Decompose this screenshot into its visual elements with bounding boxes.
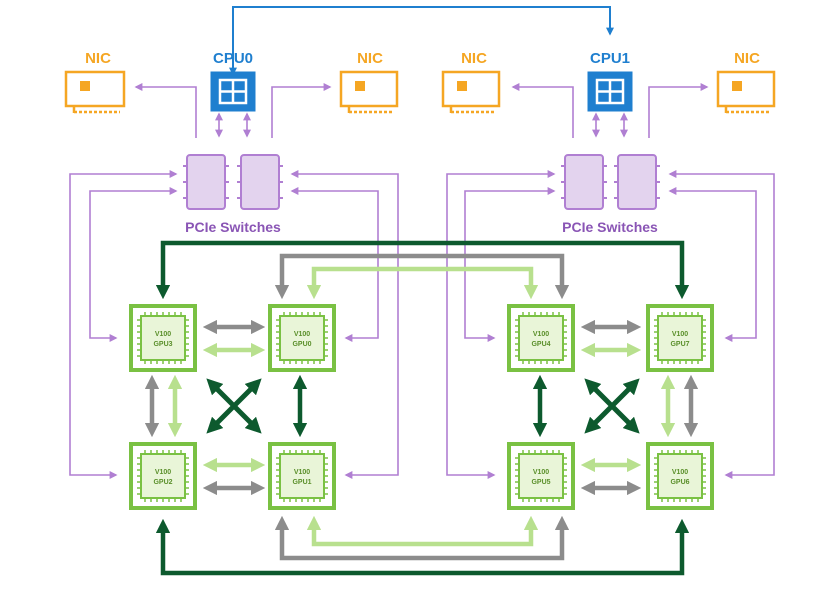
network-card-icon bbox=[64, 70, 126, 114]
gpu-chip-icon bbox=[507, 304, 575, 372]
cpu-chip-icon bbox=[210, 71, 256, 112]
pcie-switch-icon bbox=[183, 154, 229, 210]
pcie-switch-icon bbox=[561, 154, 607, 210]
gpu-name-label: GPU0 bbox=[292, 341, 311, 348]
cpu-interconnect-link bbox=[229, 6, 614, 76]
gpu-model-label: V100 bbox=[294, 331, 310, 338]
pcie-links-left bbox=[69, 83, 399, 479]
nvlink-gpu1-gpu5-light bbox=[306, 515, 539, 547]
pcie-switches-right: PCIe Switches bbox=[561, 154, 660, 235]
pcie-label: PCIe Switches bbox=[185, 219, 281, 235]
nic-label: NIC bbox=[85, 50, 111, 67]
nvlink-gpu0-gpu4-light bbox=[306, 266, 539, 300]
pcie-switches-left: PCIe Switches bbox=[183, 154, 283, 235]
nic-card-right-a: NIC bbox=[441, 50, 501, 114]
gpu-chip-icon bbox=[129, 442, 197, 510]
gpu-chip-icon bbox=[268, 442, 336, 510]
cpu0: CPU0 bbox=[210, 50, 256, 112]
gpu-chip-icon bbox=[646, 442, 714, 510]
nic-card-left-b: NIC bbox=[339, 50, 399, 114]
nvlink-gpu3-gpu7 bbox=[155, 240, 690, 300]
nic-card-left-a: NIC bbox=[64, 50, 126, 114]
gpu-name-label: GPU6 bbox=[670, 479, 689, 486]
gpu-chip-icon bbox=[507, 442, 575, 510]
network-card-icon bbox=[441, 70, 501, 114]
nic-label: NIC bbox=[734, 50, 760, 67]
nvlink-gpu1-gpu5-gray bbox=[274, 515, 570, 561]
nic-label: NIC bbox=[461, 50, 487, 67]
cpu-label: CPU0 bbox=[213, 50, 253, 67]
gpu-model-label: V100 bbox=[533, 331, 549, 338]
cpu-label: CPU1 bbox=[590, 50, 630, 67]
nvlink-gpu0-gpu4-gray bbox=[274, 253, 570, 300]
gpu-model-label: V100 bbox=[672, 469, 688, 476]
network-card-icon bbox=[339, 70, 399, 114]
network-card-icon bbox=[716, 70, 776, 114]
gpu-name-label: GPU4 bbox=[531, 341, 550, 348]
pcie-links-right bbox=[446, 83, 775, 479]
gpu-chip-icon bbox=[268, 304, 336, 372]
pcie-label: PCIe Switches bbox=[562, 219, 658, 235]
nic-card-right-b: NIC bbox=[716, 50, 776, 114]
nvlink-links bbox=[144, 240, 699, 576]
gpu-model-label: V100 bbox=[294, 469, 310, 476]
nic-label: NIC bbox=[357, 50, 383, 67]
gpu-name-label: GPU7 bbox=[670, 341, 689, 348]
pcie-switch-icon bbox=[614, 154, 660, 210]
gpu-chip-icon bbox=[129, 304, 197, 372]
gpu-name-label: GPU3 bbox=[153, 341, 172, 348]
cpu-chip-icon bbox=[587, 71, 633, 112]
gpu-name-label: GPU5 bbox=[531, 479, 550, 486]
gpu-name-label: GPU2 bbox=[153, 479, 172, 486]
nvlink-gpu2-gpu6 bbox=[155, 518, 690, 576]
gpu-layer: V100GPU3V100GPU0V100GPU4V100GPU7V100GPU2… bbox=[129, 304, 714, 510]
gpu-model-label: V100 bbox=[672, 331, 688, 338]
pcie-switch-icon bbox=[237, 154, 283, 210]
gpu-model-label: V100 bbox=[155, 331, 171, 338]
gpu-name-label: GPU1 bbox=[292, 479, 311, 486]
gpu-model-label: V100 bbox=[533, 469, 549, 476]
gpu-model-label: V100 bbox=[155, 469, 171, 476]
cpu1: CPU1 bbox=[587, 50, 633, 112]
gpu-chip-icon bbox=[646, 304, 714, 372]
